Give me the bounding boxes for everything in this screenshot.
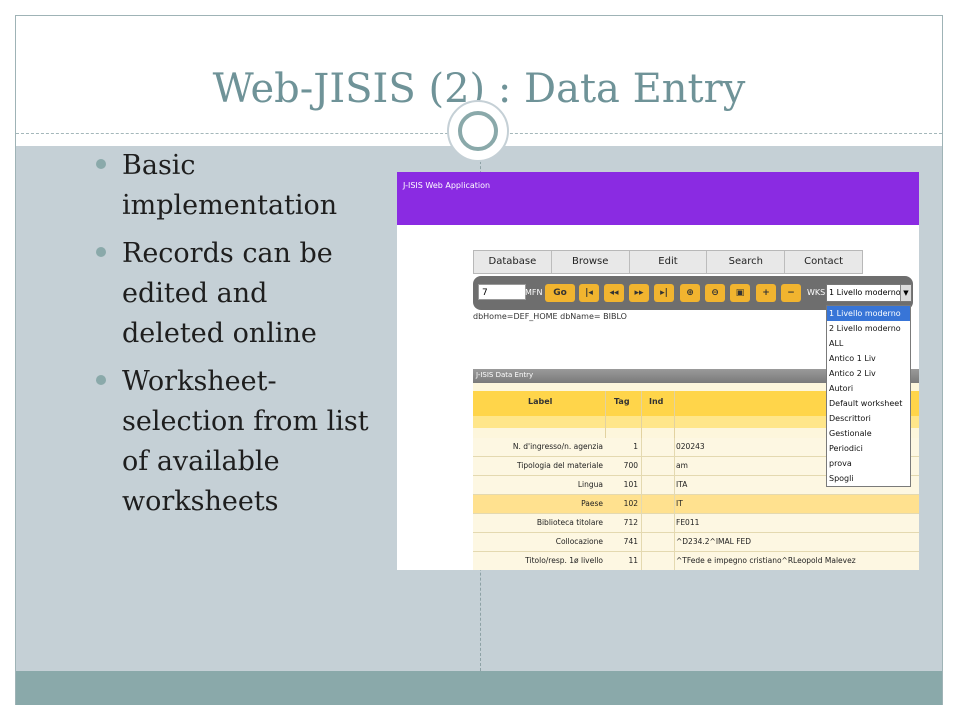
row-label: Tipologia del materiale [516,461,603,470]
column-header-ind: Ind [649,397,664,406]
row-value[interactable]: 020243 [676,442,705,451]
row-label: Paese [581,499,603,508]
first-record-icon[interactable]: |◂ [579,284,599,302]
row-label: N. d'ingresso/n. agenzia [512,442,603,451]
row-value[interactable]: FE011 [676,518,700,527]
row-ind[interactable] [641,495,675,513]
worksheet-option[interactable]: Periodici [829,444,863,453]
table-row[interactable]: Titolo/resp. 1ø livello 11 ^TFede e impe… [473,552,919,570]
worksheet-option[interactable]: prova [829,459,852,468]
row-value[interactable]: IT [676,499,683,508]
last-record-icon[interactable]: ▸| [654,284,674,302]
row-ind[interactable] [641,514,675,532]
row-tag: 700 [623,461,638,470]
wks-label: WKS [807,288,826,297]
menu-edit[interactable]: Edit [630,251,708,273]
app-header: J-ISIS Web Application [397,172,919,225]
row-ind[interactable] [641,457,675,475]
row-ind[interactable] [641,533,675,551]
row-tag: 712 [623,518,638,527]
mfn-label: MFN [525,288,543,297]
worksheet-option[interactable]: Descrittori [829,414,871,423]
row-label: Collocazione [555,537,603,546]
bullet-dot-icon [96,375,106,385]
row-value[interactable]: am [676,461,688,470]
app-title: J-ISIS Web Application [403,181,491,190]
circle-ornament-icon [447,100,509,162]
row-label: Lingua [577,480,603,489]
row-tag: 1 [633,442,638,451]
table-row[interactable]: Biblioteca titolare 712 FE011 [473,514,919,533]
worksheet-option[interactable]: Autori [829,384,854,393]
worksheet-option[interactable]: 1 Livello moderno [827,306,910,321]
table-row[interactable]: N. d'ingresso/n. agenzia 1 020243 [473,438,919,457]
worksheet-option[interactable]: Antico 2 Liv [829,369,876,378]
table-row[interactable]: Tipologia del materiale 700 am [473,457,919,476]
add-circle-icon[interactable]: ⊕ [680,284,700,302]
chevron-down-icon[interactable]: ▼ [900,285,911,301]
bullet-item: Worksheet-selection from list of availab… [96,362,376,522]
previous-record-icon[interactable]: ◂◂ [604,284,624,302]
data-entry-title: J-ISIS Data Entry [476,371,534,379]
menu-contact[interactable]: Contact [804,256,844,267]
row-ind[interactable] [641,476,675,494]
table-row-selected[interactable]: Paese 102 IT [473,495,919,514]
worksheet-option[interactable]: Spogli [829,474,854,483]
table-row[interactable]: Lingua 101 ITA [473,476,919,495]
row-label: Biblioteca titolare [536,518,603,527]
bullet-list: Basic implementation Records can be edit… [96,146,376,530]
menu-search[interactable]: Search [707,251,786,273]
grid-subheader [473,416,919,428]
row-label: Titolo/resp. 1ø livello [525,556,603,565]
row-tag: 741 [623,537,638,546]
go-button[interactable]: Go [545,284,575,302]
record-number-input[interactable]: 7 [478,284,526,300]
table-row[interactable]: Collocazione 741 ^D234.2^IMAL FED [473,533,919,552]
bullet-item: Basic implementation [96,146,376,226]
worksheet-option[interactable]: Antico 1 Liv [829,354,876,363]
column-header-tag: Tag [614,397,630,406]
bullet-item: Records can be edited and deleted online [96,234,376,354]
bullet-dot-icon [96,247,106,257]
row-ind[interactable] [641,552,675,570]
row-value[interactable]: ^D234.2^IMAL FED [676,537,752,546]
plus-icon[interactable]: + [756,284,776,302]
menu-database[interactable]: Database [474,251,552,273]
worksheet-dropdown: 1 Livello moderno 2 Livello moderno ALL … [826,305,911,487]
row-tag: 102 [623,499,638,508]
save-icon[interactable]: ▣ [730,284,750,302]
minus-icon[interactable]: − [781,284,801,302]
row-value[interactable]: ^TFede e impegno cristiano^RLeopold Male… [676,556,856,565]
column-header-label: Label [528,397,553,406]
row-tag: 101 [623,480,638,489]
worksheet-option[interactable]: ALL [829,339,844,348]
next-record-icon[interactable]: ▸▸ [629,284,649,302]
bullet-dot-icon [96,159,106,169]
app-screenshot: J-ISIS Web Application Database Browse E… [397,172,919,570]
menu-bar: Database Browse Edit Search Contact [473,250,863,274]
worksheet-option[interactable]: 2 Livello moderno [829,324,901,333]
footer-bar [16,671,942,705]
delete-circle-icon[interactable]: ⊖ [705,284,725,302]
menu-browse[interactable]: Browse [552,251,630,273]
row-ind[interactable] [641,438,675,456]
row-value[interactable]: ITA [676,480,688,489]
worksheet-select[interactable]: 1 Livello moderno ▼ [826,284,912,302]
worksheet-option[interactable]: Gestionale [829,429,872,438]
row-tag: 11 [628,556,638,565]
worksheet-select-value: 1 Livello moderno [829,288,901,297]
data-entry-header: J-ISIS Data Entry [473,369,919,383]
db-info: dbHome=DEF_HOME dbName= BIBLO [473,312,627,321]
worksheet-option[interactable]: Default worksheet [829,399,903,408]
record-toolbar: 7 MFN Go |◂ ◂◂ ▸▸ ▸| ⊕ ⊖ ▣ + − WKS 1 Liv… [473,276,913,310]
